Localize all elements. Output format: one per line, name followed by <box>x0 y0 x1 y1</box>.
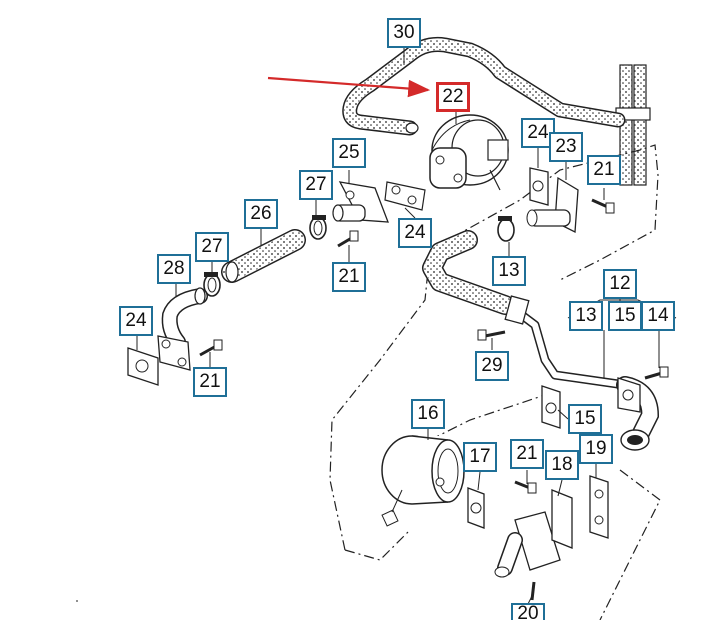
callout-13[interactable]: 13 <box>492 256 526 286</box>
callout-17[interactable]: 17 <box>463 442 497 472</box>
callout-20[interactable]: 20 <box>511 603 545 623</box>
gasket-24-upper <box>384 181 426 211</box>
assembly-boundary-lower <box>344 529 411 561</box>
gasket-15 <box>541 385 561 429</box>
clamp-27-lower <box>203 272 221 297</box>
callout-22-highlighted[interactable]: 22 <box>436 82 470 112</box>
clamp-27-upper <box>309 215 327 240</box>
callout-19[interactable]: 19 <box>579 434 613 464</box>
clamp-13-upper <box>497 216 515 242</box>
flange-23 <box>526 176 579 234</box>
callout-14[interactable]: 14 <box>641 301 675 331</box>
gasket-17 <box>467 487 485 529</box>
callout-25[interactable]: 25 <box>332 138 366 168</box>
callout-15[interactable]: 15 <box>568 404 602 434</box>
gasket-24-right <box>529 167 549 206</box>
pipe-14 <box>616 366 669 451</box>
valve-22 <box>429 114 509 191</box>
hose-26 <box>221 229 306 283</box>
callout-23[interactable]: 23 <box>549 132 583 162</box>
gasket-19 <box>589 475 609 539</box>
gasket-24-left <box>127 347 159 386</box>
highlight-arrow <box>267 76 431 98</box>
bolt-29 <box>477 329 506 341</box>
callout-21[interactable]: 21 <box>193 367 227 397</box>
callout-16[interactable]: 16 <box>411 399 445 429</box>
valve-16 <box>381 435 465 527</box>
pipe-25 <box>332 181 389 223</box>
callout-21[interactable]: 21 <box>587 155 621 185</box>
callout-13[interactable]: 13 <box>569 301 603 331</box>
callout-12[interactable]: 12 <box>603 269 637 299</box>
callout-15[interactable]: 15 <box>608 301 642 331</box>
callout-27[interactable]: 27 <box>195 232 229 262</box>
vertical-pipes <box>615 64 651 186</box>
callout-27[interactable]: 27 <box>299 170 333 200</box>
callout-29[interactable]: 29 <box>475 351 509 381</box>
callout-26[interactable]: 26 <box>244 199 278 229</box>
bolt-21-mid <box>337 230 359 248</box>
flange-18 <box>494 489 573 601</box>
bolt-21-right <box>591 198 615 214</box>
callout-24[interactable]: 24 <box>119 306 153 336</box>
callout-21[interactable]: 21 <box>332 262 366 292</box>
pipe-28 <box>157 287 208 371</box>
callout-21[interactable]: 21 <box>510 439 544 469</box>
callout-18[interactable]: 18 <box>545 450 579 480</box>
bolt-21-lower <box>514 480 537 494</box>
callout-24[interactable]: 24 <box>398 218 432 248</box>
callout-28[interactable]: 28 <box>157 254 191 284</box>
callout-30[interactable]: 30 <box>387 18 421 48</box>
bolt-21-left <box>199 339 223 357</box>
